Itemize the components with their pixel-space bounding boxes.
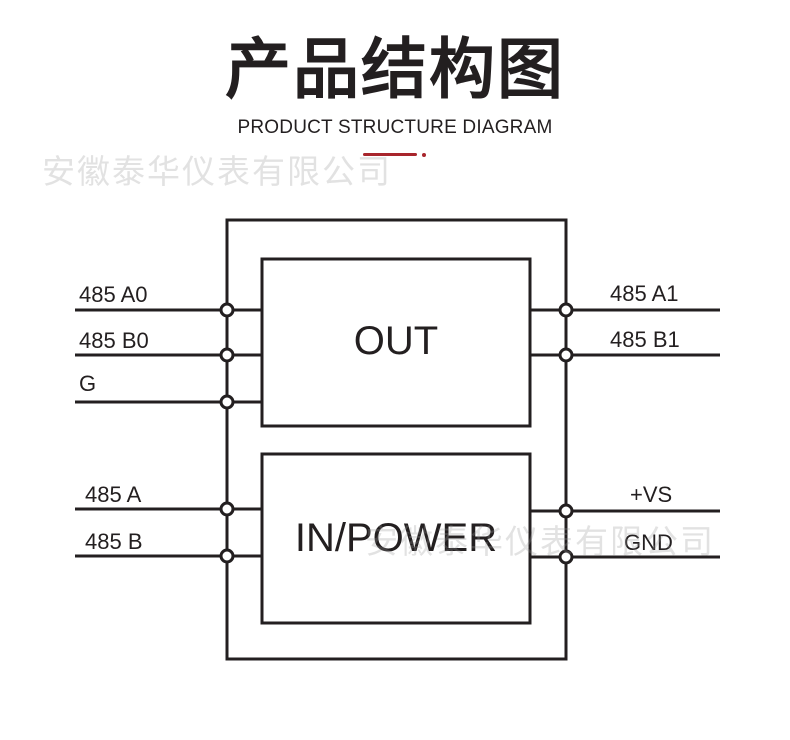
in-power-block xyxy=(260,452,532,625)
title-accent-line xyxy=(363,153,417,156)
pin-label-485-a1: 485 A1 xyxy=(610,281,679,306)
terminal-vs xyxy=(558,503,574,519)
terminal-485-b0 xyxy=(219,347,235,363)
page-subtitle: PRODUCT STRUCTURE DIAGRAM xyxy=(237,117,553,138)
pin-label-485-b0: 485 B0 xyxy=(79,328,149,353)
watermark-top: 安徽泰华仪表有限公司 xyxy=(42,152,392,191)
pin-label-vs: +VS xyxy=(630,482,672,507)
terminal-485-b1 xyxy=(558,347,574,363)
pin-label-485-b: 485 B xyxy=(85,529,143,554)
terminal-485-a0 xyxy=(219,302,235,318)
terminal-485-b xyxy=(219,548,235,564)
pin-label-gnd: GND xyxy=(624,530,673,555)
terminal-485-a1 xyxy=(558,302,574,318)
terminal-485-a xyxy=(219,501,235,517)
pin-label-485-a0: 485 A0 xyxy=(79,282,148,307)
pin-label-485-a: 485 A xyxy=(85,482,142,507)
out-block xyxy=(260,257,532,428)
pin-label-g: G xyxy=(79,371,96,396)
outer-housing xyxy=(225,218,568,661)
watermark-center: 安徽泰华仪表有限公司 xyxy=(365,522,715,561)
terminal-gnd xyxy=(558,549,574,565)
terminal-g xyxy=(219,394,235,410)
out-block-label: OUT xyxy=(354,319,438,363)
pin-label-485-b1: 485 B1 xyxy=(610,327,680,352)
page-title: 产品结构图 xyxy=(225,31,565,108)
in-power-block-label: IN/POWER xyxy=(295,516,497,560)
title-accent-dot xyxy=(422,153,426,157)
